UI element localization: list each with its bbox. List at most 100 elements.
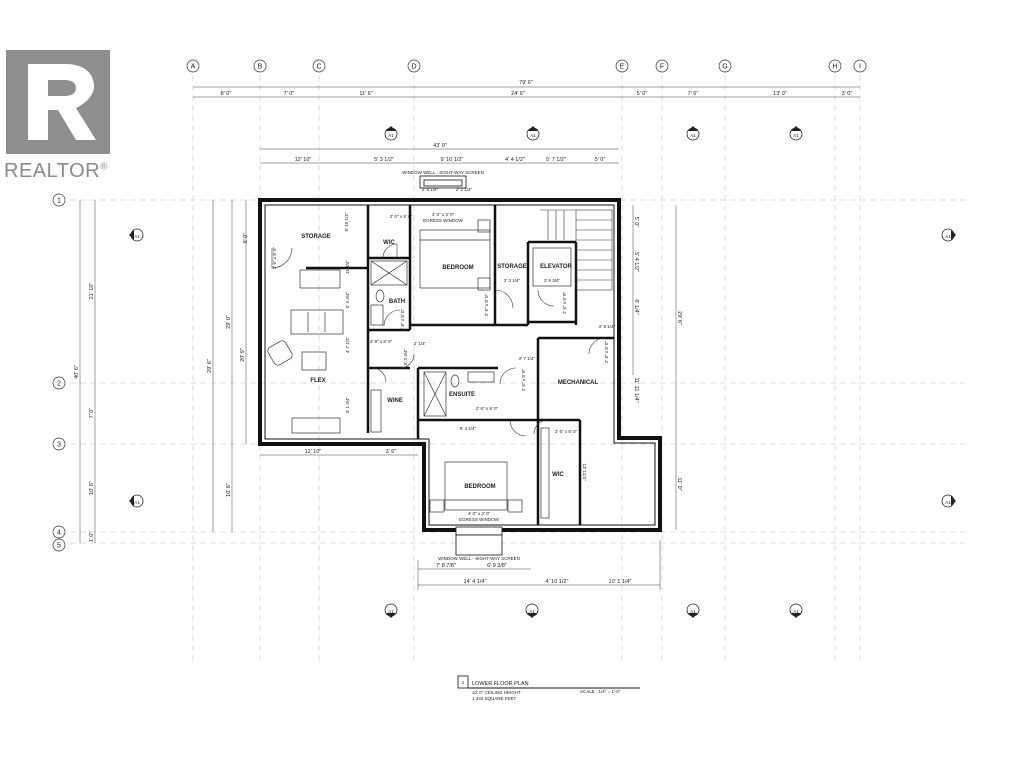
door-tag: 2' 6" x 8' 0" (484, 294, 489, 317)
dim-label: 1' 0" (89, 532, 95, 543)
svg-text:A1: A1 (945, 500, 951, 505)
door-tag: 2' 8" x 8' 0" (400, 309, 405, 332)
dim-label: 3' 6" (386, 449, 397, 455)
svg-text:A1: A1 (690, 133, 696, 138)
window-tags: WINDOW WELL - SIGHT-WAY SCREEN 2' 8 1/4"… (402, 170, 520, 561)
dim-label: 4' 7 1/2" (345, 336, 350, 353)
grid-bubble-1: 1 (52, 193, 66, 207)
dim-label: 7' 0" (284, 91, 295, 97)
dim-label: 13' 0" (773, 91, 787, 97)
dim-label: 24' 6" (511, 91, 525, 97)
dim-label: 2' 9 3/4" (544, 278, 561, 283)
dim-label: 11' 11 1/4" (633, 377, 639, 402)
room-wic-bottom: WIC (552, 472, 564, 478)
dim-label: 5' 3 1/2" (374, 157, 394, 163)
dim-label: 5' 7 1/2" (546, 157, 566, 163)
grid-bubble-c: C (312, 59, 326, 73)
elevation-marker-icon: A1 (941, 228, 956, 242)
elevation-marker-icon: A1 (789, 603, 803, 618)
left-chain-dims: 21' 10" 7' 0" 10' 6" 1' 0" (89, 283, 95, 543)
toilet-icon (450, 374, 460, 388)
wine-rack-icon (370, 389, 382, 433)
dim-label: 2' 1/4" (414, 341, 427, 346)
dim-label: 11' 6" (359, 91, 372, 97)
sofa-icon (290, 309, 344, 335)
bottom-dimension-lines (417, 540, 661, 590)
grid-bubble-5: 5 (52, 538, 66, 552)
grid-lines (70, 75, 965, 665)
right-dimension-lines (632, 205, 677, 530)
dim-label: 21' 10" (89, 283, 95, 300)
grid-bubble-i: I (853, 59, 867, 73)
room-labels: STORAGE WIC BEDROOM STORAGE ELEVATOR BAT… (301, 234, 598, 490)
svg-text:1: 1 (57, 198, 61, 205)
nightstand-icon (477, 219, 491, 233)
elevation-marker-icon: A1 (525, 603, 539, 618)
room-storage-mid: STORAGE (497, 264, 527, 270)
svg-text:A1: A1 (134, 500, 140, 505)
dim-label: 6' 10 1/4" (344, 212, 349, 231)
door-tag: 2' 8" x 8' 0" (370, 339, 393, 344)
dim-label: 11' 0" (676, 477, 682, 490)
dim-label: 7' 6" (688, 91, 699, 97)
dim-label: 10' 1 1/4" (609, 579, 632, 585)
svg-text:H: H (832, 64, 837, 71)
top-dimension-lines (193, 86, 860, 164)
bath-fixtures (370, 260, 408, 326)
bed-bottom-icon (444, 461, 508, 511)
dim-label: 7' 8 7/8" (436, 563, 456, 569)
window-well-note: WINDOW WELL - SIGHT-WAY SCREEN (402, 170, 484, 175)
area-note: 1,334 SQUARE FEET (472, 696, 517, 701)
drawing-number: 1 (462, 680, 465, 685)
room-wic-top: WIC (383, 240, 395, 246)
dim-label: 6' 1/4" (633, 299, 639, 314)
elevator-car (532, 247, 572, 287)
grid-bubble-d: D (407, 59, 421, 73)
column-grid-markers: A B C D E F G H I (186, 59, 867, 73)
dim-label: 11 3/4" (345, 260, 350, 274)
elevation-marker-icon: A1 (129, 494, 144, 508)
elevation-markers: A1 A1 A1 A1 A1 A1 A1 A1 A1 A1 A1 A1 (129, 126, 956, 618)
elevation-marker-icon: A1 (686, 603, 700, 618)
armchair-icon (267, 340, 293, 366)
dim-label: 8' 4 1/4" (460, 426, 477, 431)
grid-bubble-b: B (253, 59, 267, 73)
stairs (540, 209, 613, 291)
dim-label: 29' 0" (226, 315, 232, 329)
window-dim: 2' 2 1/4" (456, 187, 473, 192)
vanity-icon (370, 304, 384, 326)
elevation-marker-icon: A1 (129, 228, 144, 242)
dim-label: 2' 9 1/4" (599, 324, 616, 329)
door-swings (271, 243, 606, 437)
windows (419, 175, 503, 556)
realtor-logo: REALTOR® (4, 50, 116, 186)
door-tag: 2' 6" x 8' 0" (476, 406, 499, 411)
window-well-note: WINDOW WELL - SIGHT-WAY SCREEN (438, 556, 520, 561)
overall-width-dim: 79' 6" (519, 80, 533, 86)
dim-label: 5' 0" (595, 157, 606, 163)
room-bath: BATH (389, 299, 405, 305)
elevation-marker-icon: A1 (384, 126, 398, 141)
tv-console-icon (291, 417, 341, 434)
dim-label: 8' 0" (243, 233, 249, 244)
grid-bubble-g: G (718, 59, 732, 73)
house-width-dim: 43' 0" (433, 143, 447, 149)
ceiling-height-note: 10' 0" CEILING HEIGHT (472, 690, 521, 695)
title-block: 1 LOWER FLOOR PLAN 10' 0" CEILING HEIGHT… (457, 675, 640, 701)
room-wine: WINE (387, 398, 403, 404)
dim-label: 2' 3 1/4" (504, 278, 521, 283)
grid-bubble-h: H (828, 59, 842, 73)
room-bedroom-bottom: BEDROOM (464, 484, 495, 490)
svg-text:A1: A1 (690, 609, 696, 614)
svg-text:F: F (660, 64, 664, 71)
room-mechanical: MECHANICAL (558, 380, 599, 386)
room-bedroom-top: BEDROOM (442, 265, 473, 271)
dim-label: 13' 11/4" (582, 463, 587, 481)
grid-bubble-4: 4 (52, 525, 66, 539)
dim-label: 7' 0" (89, 408, 95, 419)
door-tag: 2' 6" x 8' 0" (272, 247, 277, 270)
grid-bubble-2: 2 (52, 376, 66, 390)
window-dim: 2' 8 1/4" (422, 187, 439, 192)
svg-text:G: G (722, 64, 727, 71)
door-tag: 2' 8" x 8' 0" (604, 341, 609, 364)
